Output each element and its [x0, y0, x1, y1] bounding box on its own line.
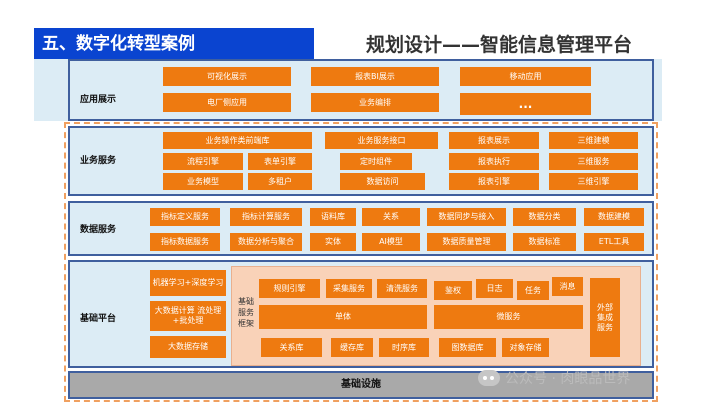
- data-item: 数据分析与聚合: [230, 233, 302, 251]
- data-item: 语料库: [310, 208, 356, 226]
- business-item: 三维服务: [549, 153, 638, 170]
- framework-label: 基础服务框架: [238, 297, 254, 328]
- base-layer-label: 基础平台: [80, 314, 117, 324]
- business-item: 多租户: [248, 173, 312, 190]
- framework-item: 时序库: [379, 338, 429, 357]
- external-integration-service: 外部集成服务: [590, 278, 620, 357]
- platform-frame: [64, 122, 658, 402]
- business-item: 报表引擎: [449, 173, 539, 190]
- app-item: 可视化展示: [163, 67, 291, 86]
- data-item: 数据分类: [513, 208, 576, 226]
- section-title-bar: 五、数字化转型案例: [34, 28, 314, 60]
- base-left-item: 大数据存储: [150, 336, 226, 358]
- base-left-item: 机器学习+深度学习: [150, 270, 226, 296]
- data-item: 指标数据服务: [150, 233, 220, 251]
- base-left-item: 大数据计算 流处理+批处理: [150, 301, 226, 331]
- business-item: 定时组件: [340, 153, 412, 170]
- framework-item: 单体: [259, 305, 427, 329]
- framework-item: 任务: [517, 281, 549, 300]
- app-item: 电厂侧应用: [163, 93, 291, 112]
- data-item: 关系: [362, 208, 420, 226]
- business-item: 表单引擎: [248, 153, 312, 170]
- data-layer-label: 数据服务: [80, 225, 117, 235]
- data-item: 数据质量管理: [427, 233, 506, 251]
- framework-item: 消息: [552, 277, 583, 296]
- infra-layer: 基础设施: [68, 371, 654, 399]
- framework-item: 清洗服务: [377, 279, 427, 298]
- business-layer-label: 业务服务: [80, 156, 117, 166]
- app-item: 业务编排: [311, 93, 439, 112]
- framework-item: 采集服务: [326, 279, 372, 298]
- business-item: 三维引擎: [549, 173, 638, 190]
- framework-item: 日志: [476, 279, 513, 298]
- slide-title: 规划设计——智能信息管理平台: [366, 34, 633, 56]
- app-layer-label: 应用展示: [80, 95, 117, 105]
- app-item: 报表BI展示: [311, 67, 439, 86]
- business-item: 流程引擎: [163, 153, 243, 170]
- app-item: 移动应用: [460, 67, 591, 86]
- infra-layer-label: 基础设施: [341, 379, 381, 390]
- watermark: 公众号 · 肉眼品世界: [478, 368, 630, 388]
- business-item: 业务模型: [163, 173, 243, 190]
- business-item: 报表展示: [449, 132, 539, 149]
- data-item: 数据标准: [513, 233, 576, 251]
- data-item: 数据建模: [584, 208, 644, 226]
- framework-item: 规则引擎: [259, 279, 320, 298]
- data-item: 实体: [310, 233, 356, 251]
- framework-item: 鉴权: [434, 281, 472, 300]
- watermark-text: 公众号 · 肉眼品世界: [505, 371, 631, 387]
- framework-item: 对象存储: [502, 338, 549, 357]
- framework-item: 缓存库: [331, 338, 373, 357]
- app-item-more: ...: [460, 93, 591, 115]
- section-title: 五、数字化转型案例: [42, 34, 195, 54]
- data-item: 数据同步与接入: [427, 208, 506, 226]
- wechat-icon: [478, 370, 500, 386]
- data-item: AI模型: [362, 233, 420, 251]
- framework-item: 微服务: [434, 305, 583, 329]
- business-item: 数据访问: [340, 173, 425, 190]
- data-item: 指标定义服务: [150, 208, 220, 226]
- framework-item: 关系库: [261, 338, 322, 357]
- data-item: ETL工具: [584, 233, 644, 251]
- framework-item: 图数据库: [439, 338, 496, 357]
- business-item: 三维建模: [549, 132, 638, 149]
- business-item: 业务服务接口: [325, 132, 438, 149]
- data-item: 指标计算服务: [230, 208, 302, 226]
- business-item: 业务操作类前端库: [163, 132, 312, 149]
- business-item: 报表执行: [449, 153, 539, 170]
